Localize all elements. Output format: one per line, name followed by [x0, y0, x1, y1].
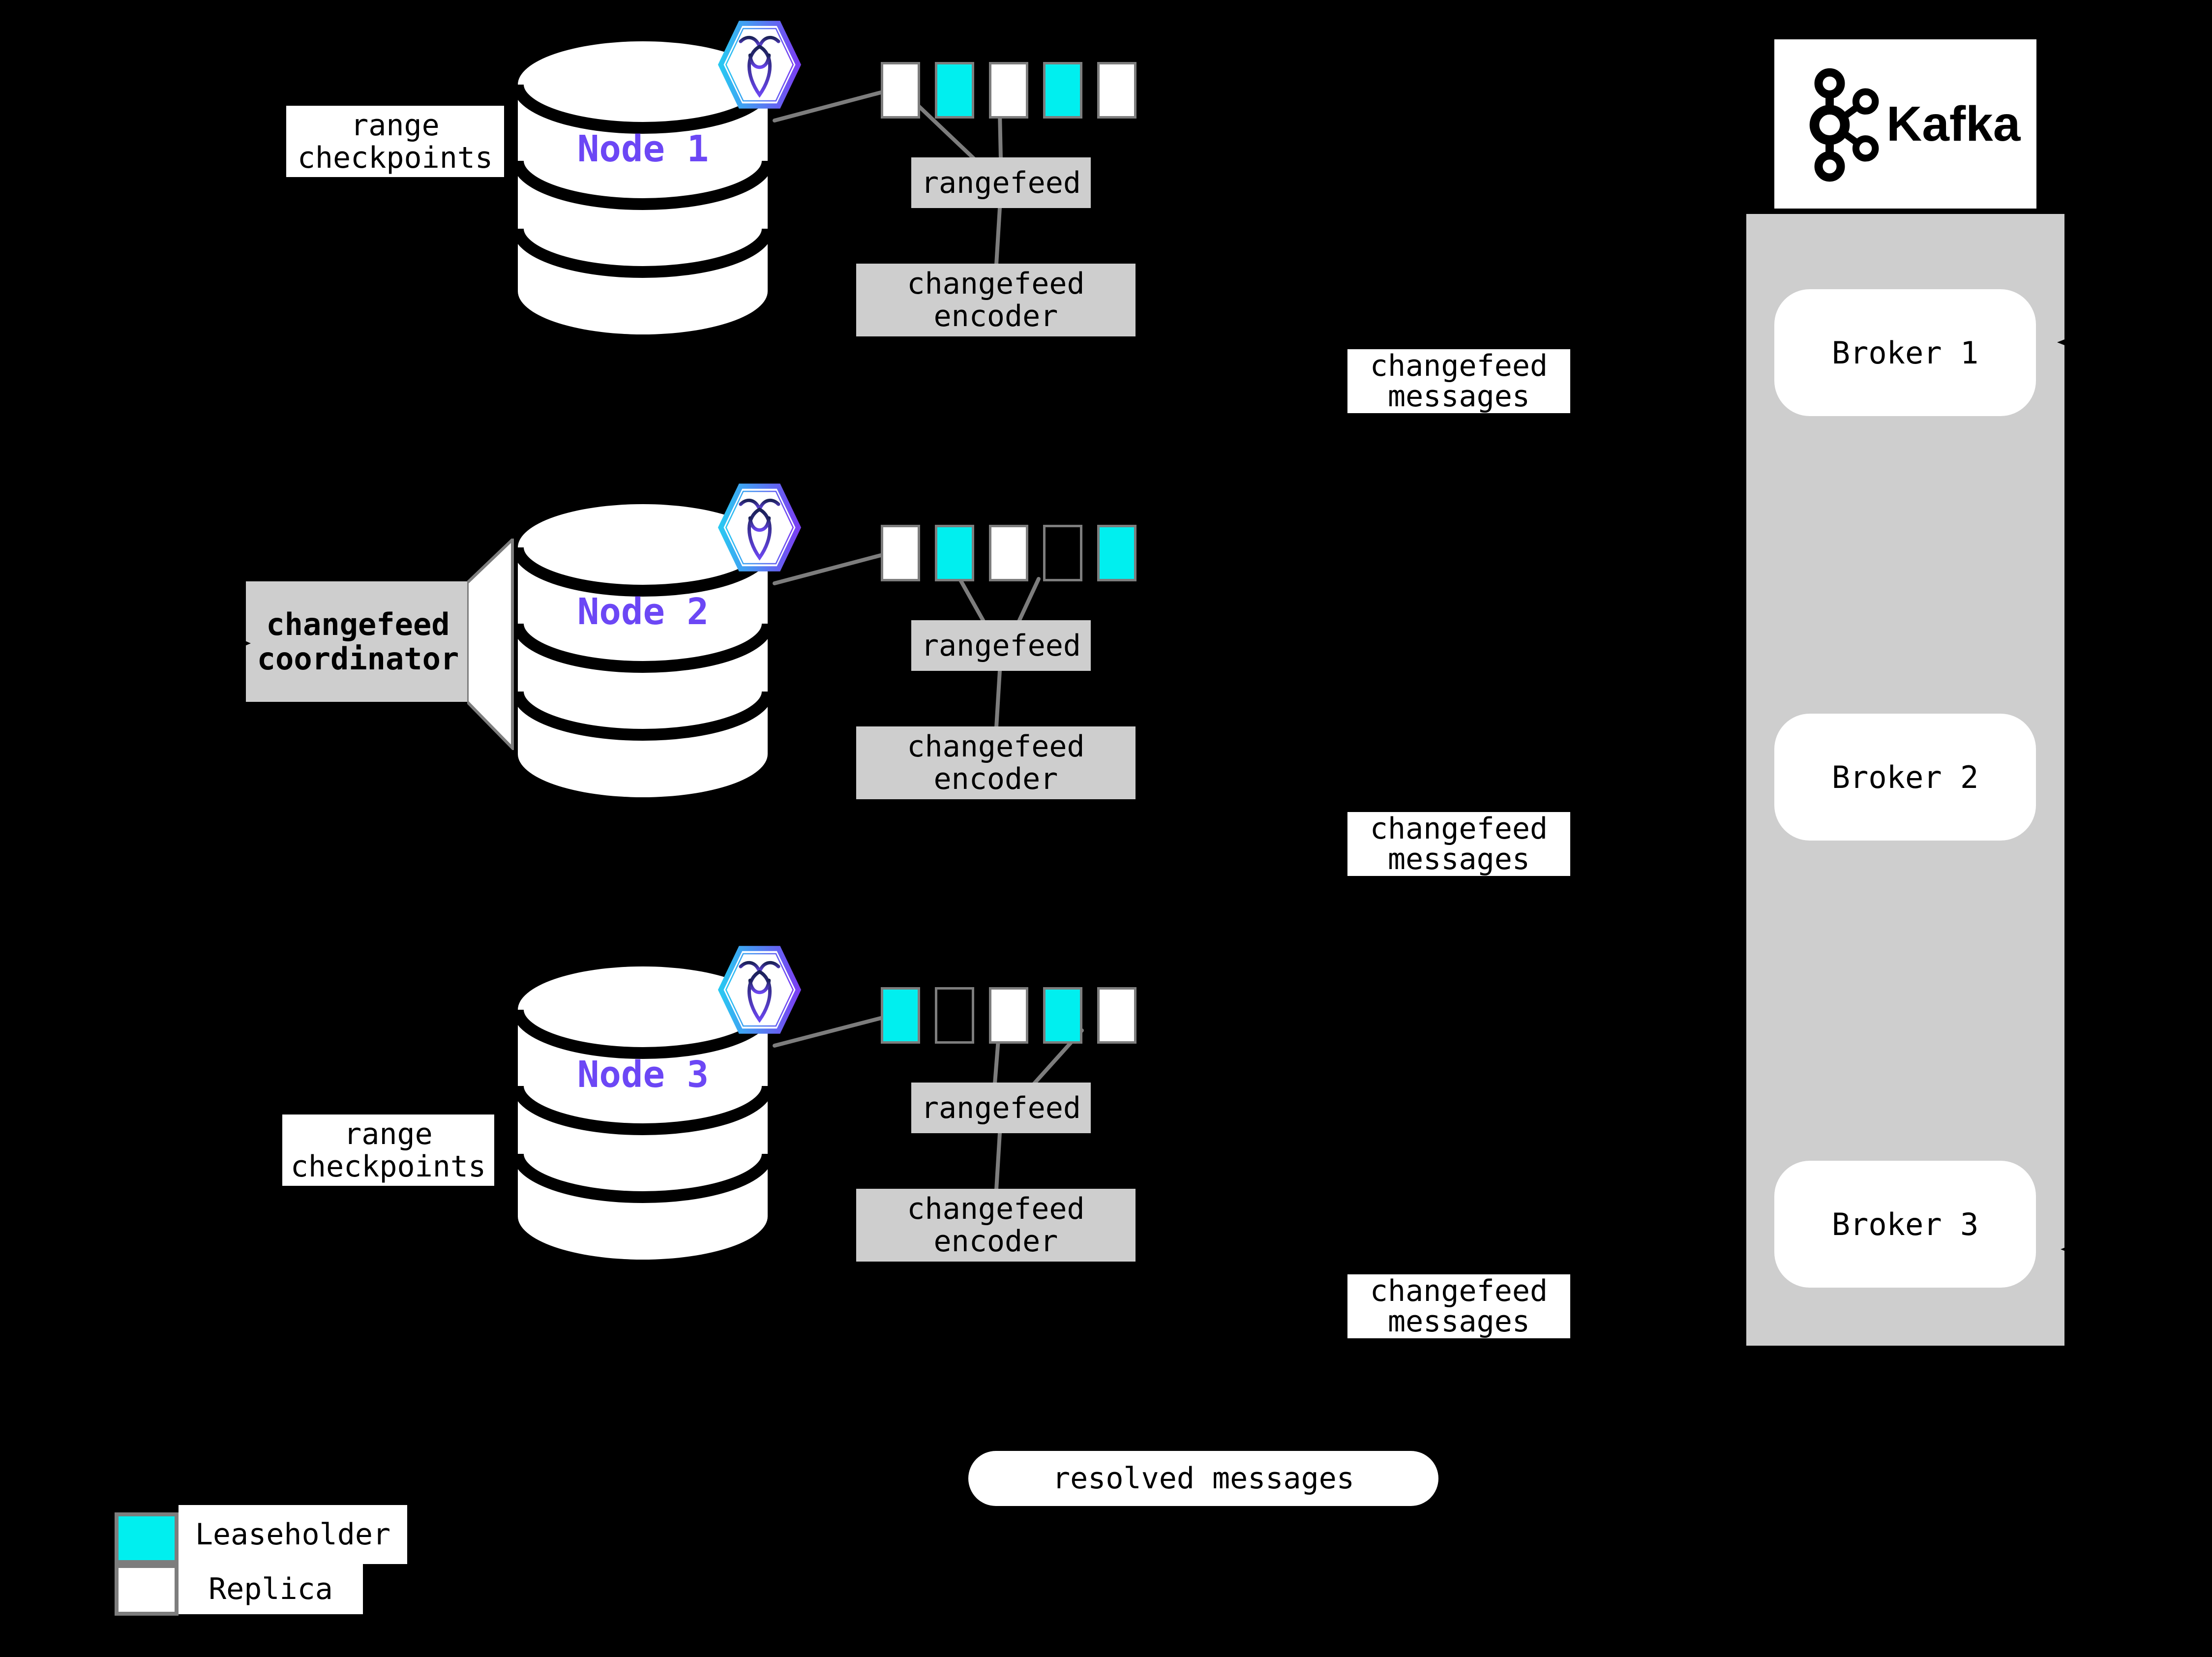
cockroachdb-logo-icon [717, 17, 803, 113]
cockroachdb-logo-icon [717, 480, 803, 575]
range-cell-leaseholder [1097, 525, 1136, 581]
range-cell-replica [1097, 62, 1136, 119]
cockroachdb-logo-icon [717, 942, 803, 1038]
coordinator-callout-pointer [467, 539, 514, 750]
kafka-broker-2: Broker 2 [1774, 714, 2036, 841]
changefeed-coordinator-box: changefeed coordinator [246, 581, 470, 702]
kafka-logo-box: Kafka [1774, 39, 2036, 209]
node-3-label: Node 3 [577, 1054, 709, 1096]
node-1-range-row [881, 62, 1136, 119]
range-cell-replica [989, 987, 1028, 1044]
kafka-broker-3: Broker 3 [1774, 1161, 2036, 1288]
node-2-changefeed-encoder-box: changefeed encoder [856, 726, 1136, 799]
node-3-changefeed-encoder-box: changefeed encoder [856, 1189, 1136, 1262]
range-checkpoints-label-1: range checkpoints [286, 106, 504, 177]
node-2-range-row [881, 525, 1136, 581]
legend-replica-swatch [115, 1564, 179, 1616]
coordinator-line-tick [280, 702, 285, 710]
legend-leaseholder-swatch [115, 1512, 179, 1564]
node-2-label: Node 2 [577, 591, 709, 633]
node-1-rangefeed-box: rangefeed [911, 157, 1091, 208]
range-cell-replica [989, 525, 1028, 581]
range-cell-replica [881, 62, 920, 119]
legend-leaseholder-label: Leaseholder [179, 1505, 407, 1564]
legend-replica-label: Replica [179, 1564, 363, 1614]
node-3-range-row [881, 987, 1136, 1044]
node-1-label: Node 1 [577, 128, 709, 170]
changefeed-messages-label-3: changefeed messages [1347, 1274, 1570, 1338]
range-cell-empty [1043, 525, 1082, 581]
range-cell-leaseholder [935, 62, 974, 119]
range-cell-replica [881, 525, 920, 581]
range-cell-replica [989, 62, 1028, 119]
changefeed-messages-label-2: changefeed messages [1347, 812, 1570, 876]
range-cell-replica [1097, 987, 1136, 1044]
node-3-rangefeed-box: rangefeed [911, 1083, 1091, 1133]
node-1-changefeed-encoder-box: changefeed encoder [856, 264, 1136, 336]
range-checkpoints-label-2: range checkpoints [282, 1115, 494, 1186]
range-cell-leaseholder [935, 525, 974, 581]
node-2-rangefeed-box: rangefeed [911, 620, 1091, 671]
range-cell-leaseholder [1043, 62, 1082, 119]
range-cell-leaseholder [1043, 987, 1082, 1044]
resolved-messages-pill: resolved messages [968, 1451, 1438, 1506]
kafka-title: Kafka [1886, 96, 2021, 151]
changefeed-messages-label-1: changefeed messages [1347, 349, 1570, 413]
kafka-broker-1: Broker 1 [1774, 289, 2036, 416]
range-cell-empty [935, 987, 974, 1044]
kafka-logo-icon [1796, 58, 1885, 192]
range-cell-leaseholder [881, 987, 920, 1044]
